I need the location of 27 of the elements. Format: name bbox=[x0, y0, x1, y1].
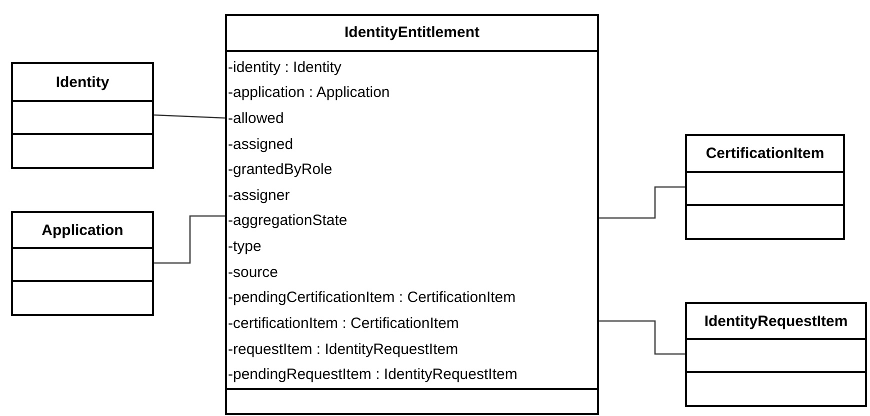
class-box bbox=[685, 134, 845, 240]
class-name: Application bbox=[42, 222, 124, 239]
attribute-text: -source bbox=[228, 262, 280, 283]
attribute-text: -requestItem : IdentityRequestItem bbox=[228, 340, 460, 360]
attribute-text: -certificationItem : CertificationItem bbox=[228, 314, 460, 334]
connector-line bbox=[599, 186, 685, 219]
attribute-text: -application : Application bbox=[228, 83, 391, 104]
attribute-text: -assigned bbox=[228, 134, 294, 155]
attribute-text: -assigner bbox=[228, 186, 291, 206]
class-box bbox=[225, 14, 599, 415]
class-box bbox=[685, 302, 867, 407]
connector-line bbox=[154, 215, 225, 264]
class-name: IdentityRequestItem bbox=[704, 312, 848, 330]
attribute-text: -grantedByRole bbox=[228, 160, 334, 180]
attribute-text: -identity : Identity bbox=[228, 58, 342, 78]
attribute-text: -pendingCertificationItem : CertificationItem bbox=[228, 288, 517, 308]
attribute-text: -allowed bbox=[228, 108, 285, 129]
connector-line bbox=[599, 320, 685, 355]
class-name: Identity bbox=[56, 74, 110, 91]
class-box bbox=[11, 62, 154, 169]
connector-line bbox=[154, 114, 226, 119]
attribute-text: -type bbox=[228, 237, 262, 258]
class-name: IdentityEntitlement bbox=[344, 24, 480, 42]
attribute-text: -pendingRequestItem : IdentityRequestItem bbox=[228, 365, 518, 386]
class-box bbox=[11, 211, 154, 316]
class-name: CertificationItem bbox=[706, 145, 824, 162]
attribute-text: -aggregationState bbox=[228, 211, 348, 232]
